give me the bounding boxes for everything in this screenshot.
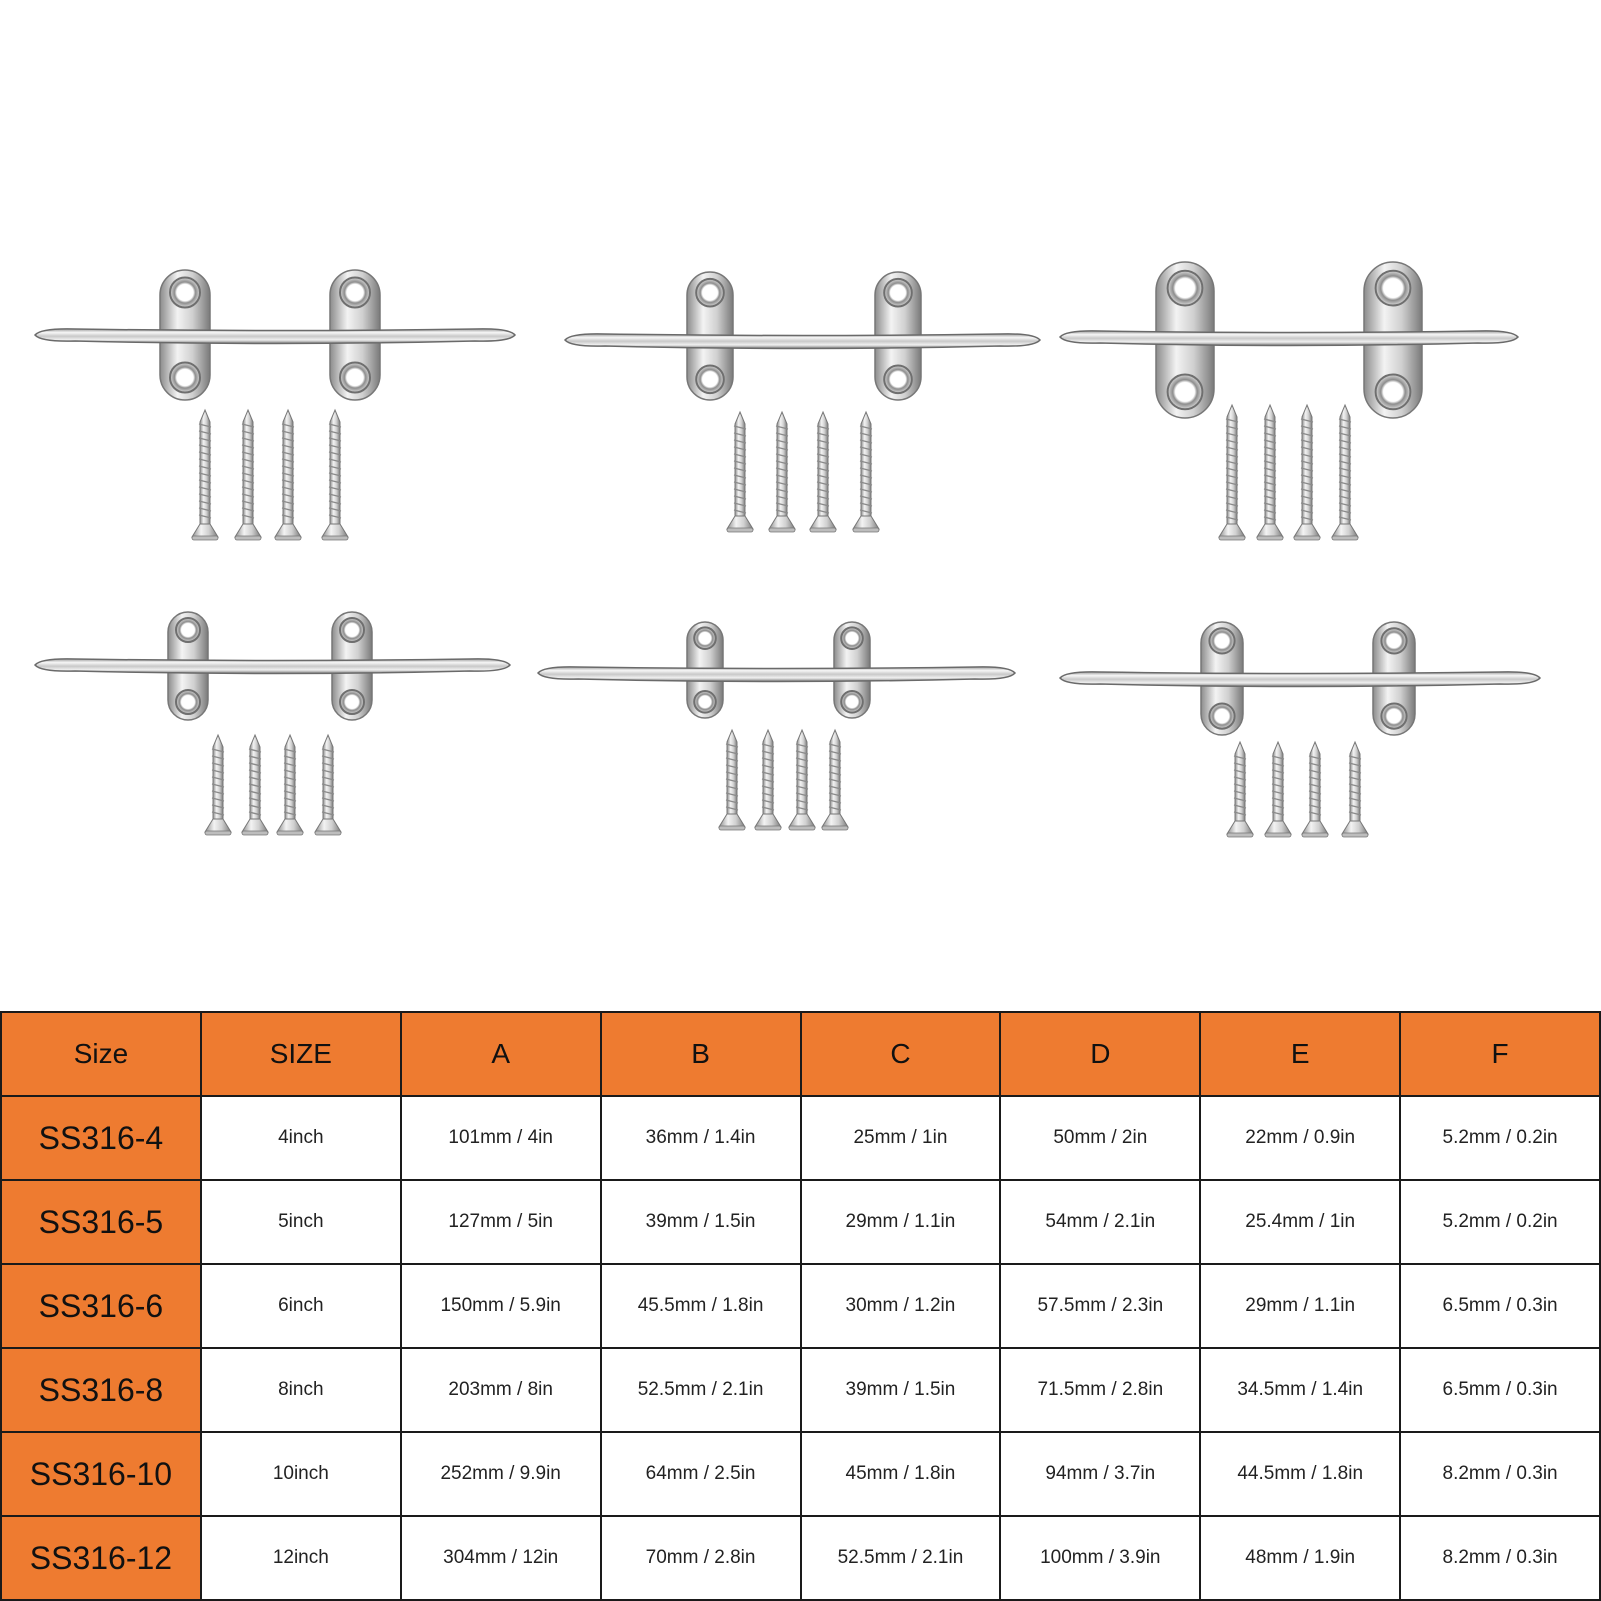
cell-d: 57.5mm / 2.3in (999, 1263, 1202, 1349)
screw-icon (204, 733, 232, 836)
cell-size: 12inch (199, 1515, 402, 1601)
cell-a: 203mm / 8in (399, 1347, 602, 1433)
cell-b: 45.5mm / 1.8in (599, 1263, 802, 1349)
cell-d: 94mm / 3.7in (999, 1431, 1202, 1517)
cell-c: 39mm / 1.5in (799, 1347, 1002, 1433)
screw-icon (1226, 740, 1254, 838)
cell-b: 64mm / 2.5in (599, 1431, 802, 1517)
column-header-f: F (1399, 1011, 1601, 1097)
screw-icon (788, 728, 816, 831)
screw-icon (241, 733, 269, 836)
column-header-a: A (399, 1011, 602, 1097)
cell-f: 5.2mm / 0.2in (1399, 1095, 1601, 1181)
cell-size: 8inch (199, 1347, 402, 1433)
cleat-product-4 (34, 611, 511, 836)
screw-icon (852, 410, 880, 533)
column-header-d: D (999, 1011, 1202, 1097)
cell-a: 127mm / 5in (399, 1179, 602, 1265)
cell-e: 44.5mm / 1.8in (1199, 1431, 1402, 1517)
model-cell: SS316-4 (0, 1095, 202, 1181)
screw-icon (809, 410, 837, 533)
cell-a: 304mm / 12in (399, 1515, 602, 1601)
product-photo-grid (34, 261, 1541, 838)
cleat-product-5 (537, 621, 1016, 831)
cell-f: 5.2mm / 0.2in (1399, 1179, 1601, 1265)
screw-icon (726, 410, 754, 533)
cell-e: 34.5mm / 1.4in (1199, 1347, 1402, 1433)
cell-c: 52.5mm / 2.1in (799, 1515, 1002, 1601)
model-cell: SS316-6 (0, 1263, 202, 1349)
cleat-product-6 (1059, 621, 1541, 838)
cell-a: 101mm / 4in (399, 1095, 602, 1181)
cell-b: 36mm / 1.4in (599, 1095, 802, 1181)
column-header-e: E (1199, 1011, 1402, 1097)
screw-icon (274, 408, 302, 541)
cell-b: 52.5mm / 2.1in (599, 1347, 802, 1433)
screw-icon (1256, 403, 1284, 541)
cleat-product-2 (564, 271, 1041, 533)
cell-f: 8.2mm / 0.3in (1399, 1515, 1601, 1601)
screw-icon (821, 728, 849, 831)
cell-a: 150mm / 5.9in (399, 1263, 602, 1349)
cell-d: 50mm / 2in (999, 1095, 1202, 1181)
cell-e: 22mm / 0.9in (1199, 1095, 1402, 1181)
cell-size: 6inch (199, 1263, 402, 1349)
model-cell: SS316-12 (0, 1515, 202, 1601)
model-cell: SS316-8 (0, 1347, 202, 1433)
model-cell: SS316-5 (0, 1179, 202, 1265)
cell-c: 45mm / 1.8in (799, 1431, 1002, 1517)
cell-d: 54mm / 2.1in (999, 1179, 1202, 1265)
screw-icon (191, 408, 219, 541)
screw-icon (1218, 403, 1246, 541)
column-header-size-label: Size (0, 1011, 202, 1097)
screw-icon (276, 733, 304, 836)
cleat-product-3 (1059, 261, 1519, 541)
screw-icon (1301, 740, 1329, 838)
model-cell: SS316-10 (0, 1431, 202, 1517)
cell-b: 39mm / 1.5in (599, 1179, 802, 1265)
screw-icon (1331, 403, 1359, 541)
cell-size: 5inch (199, 1179, 402, 1265)
screw-icon (718, 728, 746, 831)
cell-c: 30mm / 1.2in (799, 1263, 1002, 1349)
cell-f: 6.5mm / 0.3in (1399, 1263, 1601, 1349)
cell-c: 29mm / 1.1in (799, 1179, 1002, 1265)
cell-a: 252mm / 9.9in (399, 1431, 602, 1517)
screw-icon (754, 728, 782, 831)
cell-size: 10inch (199, 1431, 402, 1517)
cleat-product-1 (34, 269, 516, 541)
screw-icon (768, 410, 796, 533)
column-header-size: SIZE (199, 1011, 402, 1097)
cell-size: 4inch (199, 1095, 402, 1181)
screw-icon (1293, 403, 1321, 541)
column-header-b: B (599, 1011, 802, 1097)
screw-icon (1264, 740, 1292, 838)
cell-d: 71.5mm / 2.8in (999, 1347, 1202, 1433)
cell-e: 25.4mm / 1in (1199, 1179, 1402, 1265)
screw-icon (234, 408, 262, 541)
screw-icon (321, 408, 349, 541)
cell-d: 100mm / 3.9in (999, 1515, 1202, 1601)
screw-icon (314, 733, 342, 836)
column-header-c: C (799, 1011, 1002, 1097)
cell-e: 29mm / 1.1in (1199, 1263, 1402, 1349)
cell-f: 6.5mm / 0.3in (1399, 1347, 1601, 1433)
cell-c: 25mm / 1in (799, 1095, 1002, 1181)
screw-icon (1341, 740, 1369, 838)
cell-b: 70mm / 2.8in (599, 1515, 802, 1601)
cell-f: 8.2mm / 0.3in (1399, 1431, 1601, 1517)
cell-e: 48mm / 1.9in (1199, 1515, 1402, 1601)
